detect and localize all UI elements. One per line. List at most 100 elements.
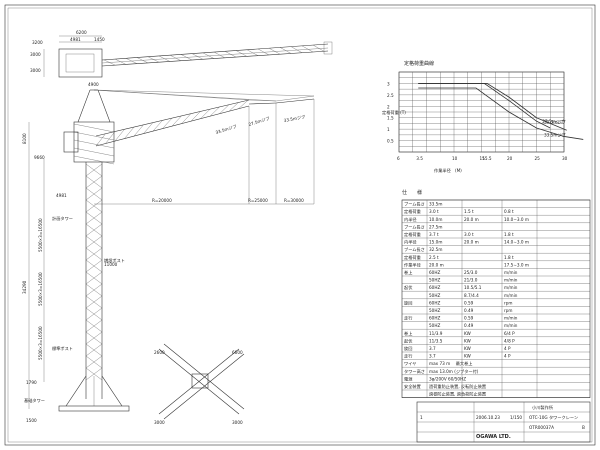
spec-perf-row: 50HZ bbox=[429, 308, 440, 313]
spec-row: 10.0∼3.0 m bbox=[504, 217, 529, 222]
mast-brace bbox=[85, 235, 103, 249]
spec-perf-row: 50HZ bbox=[429, 293, 440, 298]
spec-perf-row: m/min bbox=[504, 316, 518, 321]
chart-y-tick: 3 bbox=[387, 81, 390, 86]
top-jib-brace bbox=[268, 48, 281, 55]
jib-brace bbox=[200, 109, 211, 119]
spec-perf-row: 60HZ bbox=[429, 316, 440, 321]
mast-brace bbox=[85, 343, 103, 357]
mast-brace bbox=[85, 283, 103, 297]
chart-annotation: 33.5mジブ bbox=[544, 131, 567, 137]
cab-brace bbox=[73, 139, 115, 149]
chart-series bbox=[418, 83, 584, 140]
spec-perf-row: m/min bbox=[504, 270, 518, 275]
chart-y-tick: 0.5 bbox=[387, 139, 394, 144]
spec-row: 1.5 t bbox=[464, 209, 474, 214]
spec-perf-row: 走行 bbox=[404, 315, 412, 322]
top-view-cab bbox=[58, 48, 103, 78]
top-dim-6200: 6200 bbox=[76, 30, 87, 35]
left-dim-seg-2: 5500×3=16500 bbox=[38, 272, 43, 306]
top-dim-4981: 4981 bbox=[70, 37, 81, 42]
spec-bottom-row: 電源 bbox=[404, 375, 413, 382]
jib-tag-3: 33.5mジブ bbox=[283, 113, 306, 123]
spec-perf-row: 巻上 bbox=[404, 269, 412, 275]
ext-jib-1b bbox=[275, 98, 315, 104]
note-2: 標準ポスト bbox=[52, 345, 73, 352]
mast-brace bbox=[85, 163, 103, 177]
elev-top-dim: 4900 bbox=[88, 82, 99, 87]
spec-perf-row: 10.5/5.1 bbox=[464, 285, 482, 290]
top-view-jib-tip bbox=[323, 41, 333, 55]
top-jib-brace bbox=[125, 58, 138, 64]
main-jib-lower bbox=[95, 105, 250, 147]
top-jib-brace bbox=[290, 46, 303, 53]
base-dim-6600: 6600 bbox=[232, 350, 243, 355]
jib-brace bbox=[124, 126, 135, 139]
slewing-unit bbox=[73, 121, 115, 163]
spec-motor-row: 3.7 bbox=[429, 354, 436, 359]
spec-perf-row: 8.7/4.4 bbox=[464, 293, 479, 298]
left-dim-seg-3: 5500×3=16500 bbox=[38, 326, 43, 360]
main-jib-upper bbox=[95, 99, 250, 137]
spec-motor-row: 巻上 bbox=[404, 330, 412, 336]
jib-brace bbox=[171, 115, 182, 127]
base-diag-1b bbox=[163, 343, 245, 410]
mast-brace bbox=[85, 295, 103, 309]
a-frame-right bbox=[97, 89, 111, 123]
chart-x-tick: 15.5 bbox=[482, 156, 492, 161]
mast-brace bbox=[85, 187, 103, 201]
left-dim-1790: 1790 bbox=[26, 380, 37, 385]
spec-perf-row: m/min bbox=[504, 278, 518, 283]
mast-brace bbox=[85, 211, 103, 225]
radius-label-1: R=20000 bbox=[152, 198, 172, 203]
jib-brace bbox=[105, 131, 116, 144]
title-block: 小川製作所 OTC-10G タワークレーン OTR00037A B 2006.1… bbox=[416, 401, 591, 443]
chart-y-tick: 2.5 bbox=[387, 93, 394, 98]
radius-label-2: R=25000 bbox=[248, 198, 268, 203]
mid-dim-11000: 11000 bbox=[104, 262, 118, 267]
chart-series-line bbox=[418, 83, 567, 131]
spec-row: 2.5 t bbox=[429, 255, 439, 260]
jib-tag-2: 27.5mジブ bbox=[248, 115, 271, 127]
jib-brace bbox=[238, 100, 249, 109]
sheet-inner-border bbox=[7, 7, 593, 443]
spec-row: 14.0∼3.0 m bbox=[504, 240, 529, 245]
spec-row: 15.0m bbox=[429, 240, 442, 245]
chart-x-tick: 25 bbox=[535, 156, 541, 161]
base-diag-2 bbox=[158, 348, 240, 415]
spec-perf-row: 起伏 bbox=[404, 284, 413, 291]
left-dim-34290: 34290 bbox=[22, 280, 27, 294]
spec-row: 3.0 t bbox=[429, 209, 439, 214]
tb-company: OGAWA LTD. bbox=[476, 434, 511, 440]
top-dim-3200: 3200 bbox=[32, 40, 43, 45]
chart-x-tick: 3.5 bbox=[416, 156, 423, 161]
top-jib-brace bbox=[158, 55, 171, 62]
chart-grid bbox=[398, 71, 565, 153]
spec-perf-row: 21/3.0 bbox=[464, 278, 478, 283]
spec-perf-row: 50HZ bbox=[429, 278, 440, 283]
mast-brace bbox=[85, 199, 103, 213]
base-dim-2600: 2600 bbox=[154, 350, 165, 355]
left-dim-8100: 8100 bbox=[22, 133, 27, 144]
left-dim-9660: 9660 bbox=[34, 155, 45, 160]
top-view-turntable bbox=[65, 53, 95, 73]
cab-brace bbox=[73, 131, 115, 141]
mast-brace bbox=[85, 175, 103, 189]
drawing-sheet: 6200 4981 3000 3000 3200 1450 bbox=[4, 4, 596, 446]
left-dim-seg-1: 5500×3=16500 bbox=[38, 218, 43, 252]
chart-ylabel: 定格荷重 (T) bbox=[382, 109, 406, 116]
mast-brace bbox=[85, 319, 103, 333]
spec-section-head: 32.5m bbox=[429, 247, 442, 252]
spec-section-head: ブーム長さ bbox=[404, 201, 425, 208]
top-jib-brace bbox=[191, 53, 204, 60]
top-jib-brace bbox=[114, 58, 127, 65]
mast-brace bbox=[85, 355, 103, 369]
chart-series-line bbox=[418, 83, 551, 129]
mast-brace bbox=[85, 247, 103, 261]
tb-sheet: B bbox=[582, 425, 585, 430]
chart-x-tick: 20 bbox=[507, 156, 513, 161]
